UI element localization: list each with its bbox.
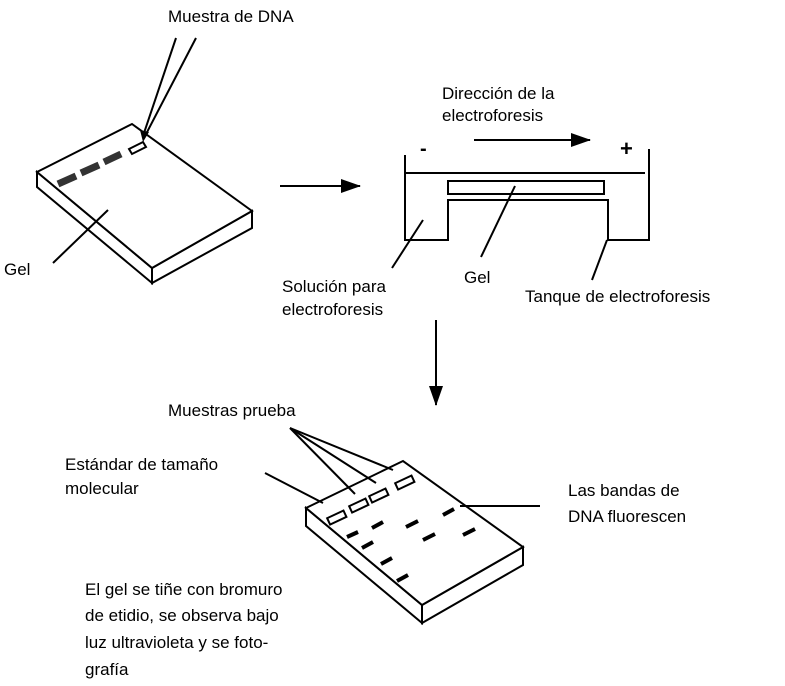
label-stain-3: luz ultravioleta y se foto-: [85, 633, 268, 652]
label-test-samples: Muestras prueba: [168, 401, 296, 420]
label-stain-1: El gel se tiñe con bromuro: [85, 580, 283, 599]
standard-pointer: [264, 472, 324, 504]
label-stain-2: de etidio, se observa bajo: [85, 606, 279, 625]
cathode-sign: -: [420, 138, 427, 160]
dna-band: [361, 540, 374, 550]
dna-band: [422, 532, 436, 542]
gel-slab-loading: [35, 122, 254, 286]
anode-sign: +: [620, 136, 633, 161]
sample-pointer: [289, 427, 377, 484]
sample-pointer: [289, 427, 394, 471]
label-bands-1: Las bandas de: [568, 481, 680, 500]
loaded-well: [56, 172, 78, 188]
label-dna-sample: Muestra de DNA: [168, 7, 294, 26]
label-direction-2: electroforesis: [442, 106, 543, 125]
dna-band: [346, 530, 359, 539]
label-stain-4: grafía: [85, 660, 129, 679]
loaded-well: [79, 161, 101, 177]
label-standard-1: Estándar de tamaño: [65, 455, 218, 474]
solution-pointer: [391, 219, 424, 269]
well: [325, 509, 348, 526]
loaded-well: [102, 150, 123, 166]
dna-band: [462, 527, 476, 537]
dna-band: [442, 507, 455, 517]
gel-pointer: [52, 209, 109, 264]
label-solution-1: Solución para: [282, 277, 387, 296]
label-gel: Gel: [4, 260, 30, 279]
empty-well: [127, 140, 148, 156]
label-gel-2: Gel: [464, 268, 490, 287]
gel-pointer-2: [480, 185, 516, 258]
well: [367, 487, 390, 504]
label-bands-2: DNA fluorescen: [568, 507, 686, 526]
dna-band: [405, 519, 419, 529]
tank-pointer: [591, 239, 608, 281]
pipette: [140, 37, 197, 142]
gel-in-tank: [447, 180, 605, 195]
dna-band: [380, 556, 393, 566]
label-standard-2: molecular: [65, 479, 139, 498]
well: [393, 474, 416, 491]
label-solution-2: electroforesis: [282, 300, 383, 319]
sample-pointer: [289, 427, 356, 495]
label-direction-1: Dirección de la: [442, 84, 555, 103]
stained-gel-slab: [304, 459, 525, 626]
dna-band: [396, 573, 409, 583]
label-tank: Tanque de electroforesis: [525, 287, 710, 306]
well: [347, 497, 370, 514]
electrophoresis-tank: [404, 149, 650, 241]
dna-band: [371, 520, 384, 530]
